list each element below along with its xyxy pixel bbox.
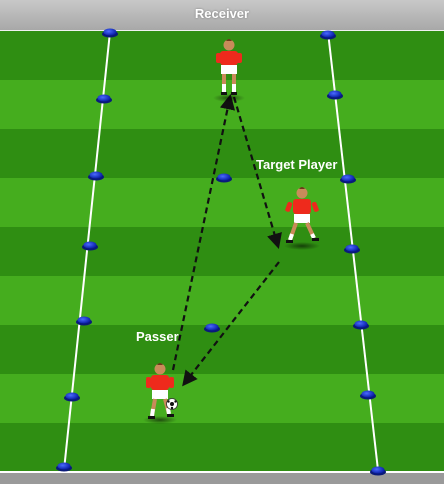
arrow-receiver-to-target [232,96,282,249]
cone-icon [204,323,220,333]
cone-icon [76,316,92,326]
passer-player-icon [143,363,177,424]
cone-icon [102,28,118,38]
cone-icon [370,466,386,476]
cone-icon [360,390,376,400]
cone-icon [96,94,112,104]
grass [0,31,444,484]
cone-icon [216,173,232,183]
cone-icon [340,174,356,184]
receiver-label: Receiver [194,6,250,21]
header-bar: Receiver [0,0,444,31]
pass-arrows [171,93,282,387]
cone-icon [64,392,80,402]
cone-icon [327,90,343,100]
cone-icon [56,462,72,472]
receiver-player-icon [213,39,245,102]
target-player-label: Target Player [256,157,337,172]
cone-icon [353,320,369,330]
ball-icon [166,398,178,410]
cone-icon [88,171,104,181]
cone-icon [82,241,98,251]
cones [56,28,386,476]
cone-icon [320,30,336,40]
arrow-passer-to-receiver [171,93,236,371]
passer-label: Passer [136,329,179,344]
cone-icon [344,244,360,254]
arrow-target-to-passer [182,261,280,387]
target-player-icon [284,187,320,250]
